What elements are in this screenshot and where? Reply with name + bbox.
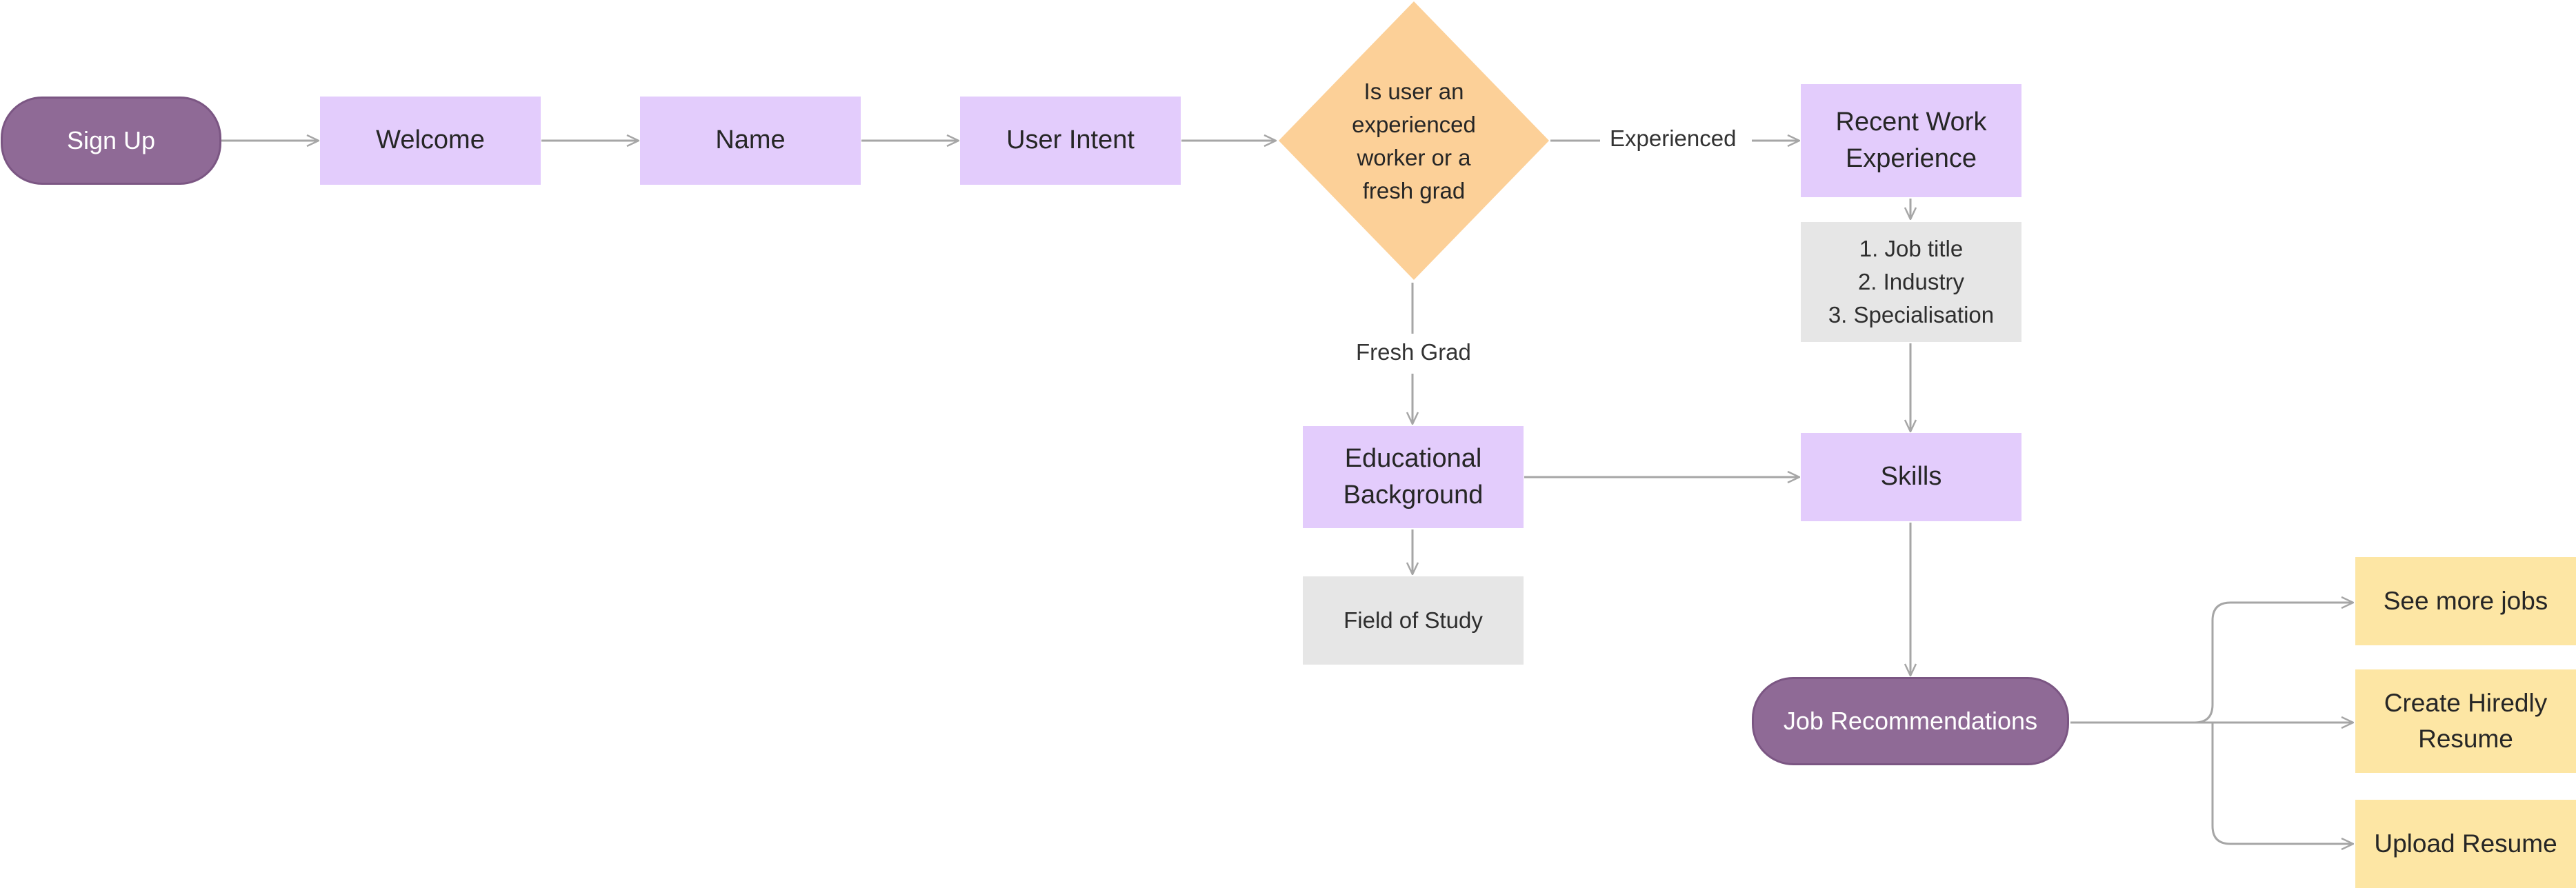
work-details-note: 1. Job title 2. Industry 3. Specialisati…	[1801, 222, 2021, 342]
edge-label-fresh-grad: Fresh Grad	[1349, 339, 1478, 365]
skills-node: Skills	[1801, 433, 2021, 521]
upload-resume-node: Upload Resume	[2355, 800, 2576, 888]
welcome-node: Welcome	[320, 97, 541, 185]
edge-label-experienced: Experienced	[1603, 125, 1744, 152]
recent-work-node: Recent Work Experience	[1801, 84, 2021, 197]
sign-up-node: Sign Up	[1, 97, 221, 185]
job-recommendations-node: Job Recommendations	[1752, 677, 2069, 765]
decision-label: Is user an experienced worker or a fresh…	[1352, 79, 1476, 203]
create-resume-node: Create Hiredly Resume	[2355, 669, 2576, 773]
arrow-recommendations-see-more	[2070, 603, 2353, 724]
user-intent-node: User Intent	[960, 97, 1181, 185]
arrow-recommendations-upload	[2211, 723, 2353, 844]
field-of-study-note: Field of Study	[1303, 576, 1524, 665]
decision-diamond	[1279, 1, 1549, 280]
name-node: Name	[640, 97, 861, 185]
see-more-jobs-node: See more jobs	[2355, 557, 2576, 645]
educational-background-node: Educational Background	[1303, 426, 1524, 528]
